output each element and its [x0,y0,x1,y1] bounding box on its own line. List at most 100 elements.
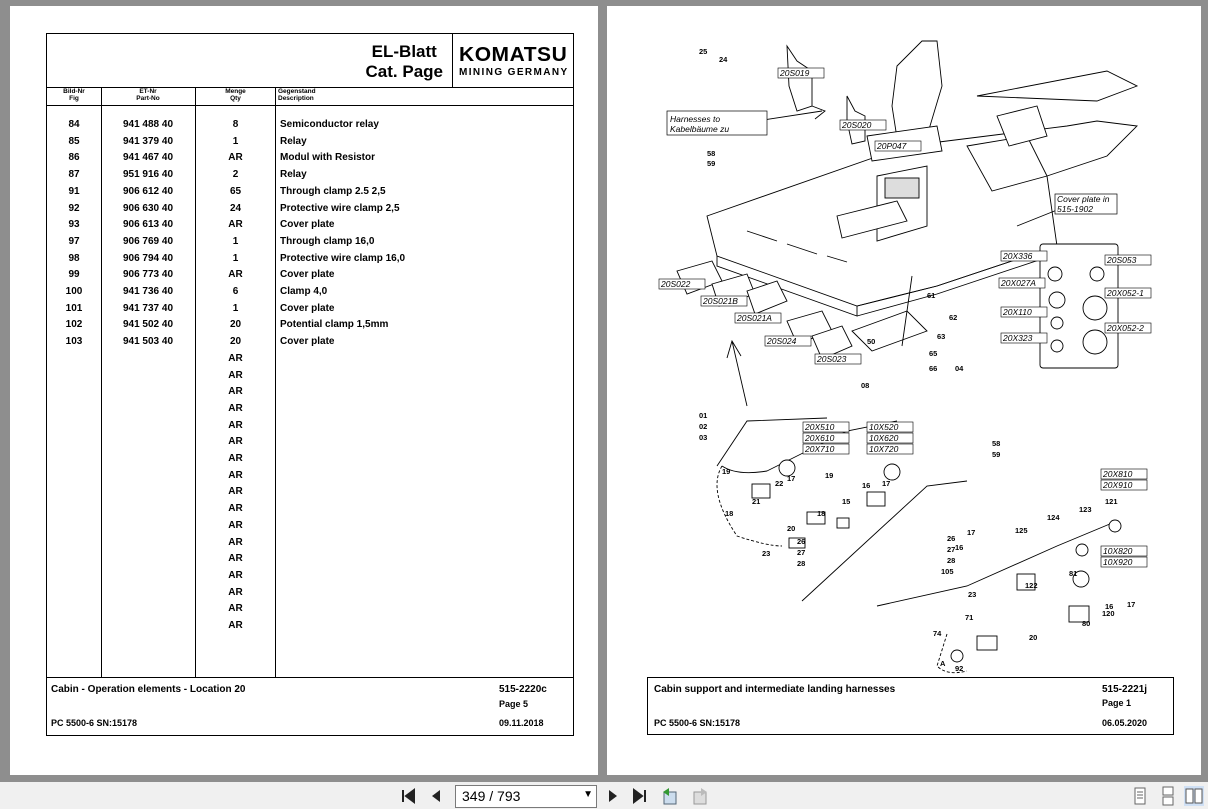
table-row: AR [47,553,573,569]
table-row: AR [47,370,573,386]
parts-table-sheet: EL-Blatt Cat. Page KOMATSU MINING GERMAN… [46,33,574,736]
qty-cell: AR [228,569,243,581]
col-header-fig-de: Bild-Nr [63,88,85,95]
item-number-label: 26 [797,537,805,546]
connector-tag-box [1100,545,1148,557]
connector-tag-box [1100,556,1148,568]
connector-tag-box [734,312,782,324]
footer-section-title: Cabin - Operation elements - Location 20 [51,684,246,695]
first-page-icon[interactable] [398,786,418,806]
item-number-label: 20 [1029,633,1037,642]
forward-view-icon[interactable] [690,786,710,806]
table-row: AR [47,386,573,402]
table-row: AR [47,603,573,619]
fig-cell: 100 [65,286,83,297]
part-number-cell: 941 379 40 [122,135,174,147]
footer-date: 09.11.2018 [499,718,544,728]
item-number-label: 120 [1102,609,1115,618]
back-view-icon[interactable] [660,786,680,806]
item-number-label: 81 [1069,569,1077,578]
connector-tag-x610: 20X610 [804,433,835,443]
page-number-select[interactable]: 349 / 793 ▼ [455,785,597,808]
connector-tag-x052_1: 20X052-1 [1106,288,1144,298]
item-number-label: 66 [929,364,937,373]
fig-cell: 98 [68,252,80,264]
connector-tag-box [998,277,1046,289]
qty-cell: AR [228,603,243,615]
description-cell: Protective wire clamp 16,0 [280,252,406,264]
item-number-label: 17 [882,479,890,488]
table-row: AR [47,470,573,486]
item-number-label: 23 [762,549,770,558]
fig-cell: 99 [68,269,80,281]
col-header-desc-en: Description [278,95,314,102]
table-row: AR [47,537,573,553]
item-number-label: 17 [787,474,795,483]
part-number-cell: 941 467 40 [122,152,174,164]
two-page-view-icon[interactable] [1184,786,1204,806]
item-number-label: 19 [825,471,833,480]
connector-tag-box [1100,479,1148,491]
fig-cell: 86 [68,152,80,164]
item-number-label: 28 [797,559,805,568]
item-number-label: 123 [1079,505,1092,514]
connector-tag-x910: 20X910 [1102,480,1133,490]
previous-page-icon[interactable] [426,786,446,806]
connector-tag-x620: 10X620 [869,433,899,443]
qty-cell: 20 [229,336,242,348]
table-row: AR [47,587,573,603]
item-number-label: 92 [955,664,963,673]
footer-date: 06.05.2020 [1102,718,1148,728]
description-cell: Cover plate [280,269,335,281]
connector-tag-box [866,421,914,433]
footer-model: PC 5500-6 SN:15178 [51,718,138,728]
col-header-fig-en: Fig [69,95,79,102]
qty-cell: 24 [229,202,242,214]
qty-cell: AR [228,553,243,565]
description-cell: Cover plate [280,302,335,314]
qty-cell: AR [228,469,243,481]
col-header-qty: Menge Qty [196,88,275,104]
connector-tag-box [802,421,850,433]
connector-tag-x052_2: 20X052-2 [1106,323,1144,333]
logo-subtitle: MINING GERMANY [459,67,569,78]
callout-boxes: Harnesses to Kabelbäume zu Cover plate i… [666,110,1118,215]
item-number-label: 18 [725,509,733,518]
connector-tag-x336: 20X336 [1002,251,1033,261]
connector-tag-p047: 20P047 [876,141,907,151]
item-number-label: 63 [937,332,945,341]
divider [275,88,276,677]
item-number-label: A [940,659,946,668]
item-number-label: 18 [817,509,825,518]
description-cell: Relay [280,135,307,147]
connector-tag-s024: 20S024 [766,336,797,346]
divider [195,88,196,677]
connector-tag-x110: 20X110 [1002,307,1032,317]
connector-tag-box [1000,306,1048,318]
divider [101,88,102,677]
item-number-label: 59 [707,159,715,168]
connector-tag-x510: 20X510 [804,422,835,432]
connector-tag-x920: 10X920 [1103,557,1133,567]
last-page-icon[interactable] [630,786,650,806]
item-number-label: 26 [947,534,955,543]
table-row: AR [47,620,573,636]
connector-tag-box [866,443,914,455]
chevron-down-icon[interactable]: ▼ [583,789,593,800]
next-page-icon[interactable] [603,786,623,806]
item-number-label: 50 [867,337,875,346]
item-number-label: 27 [797,548,805,557]
page-number-value: 349 / 793 [462,788,521,804]
continuous-view-icon[interactable] [1158,786,1178,806]
connector-tag-box [1104,287,1152,299]
qty-cell: AR [228,152,243,164]
col-header-part-en: Part-No [136,95,160,102]
single-page-view-icon[interactable] [1130,786,1150,806]
table-row: AR [47,420,573,436]
item-number-label: 105 [941,567,954,576]
fig-cell: 85 [68,135,80,147]
